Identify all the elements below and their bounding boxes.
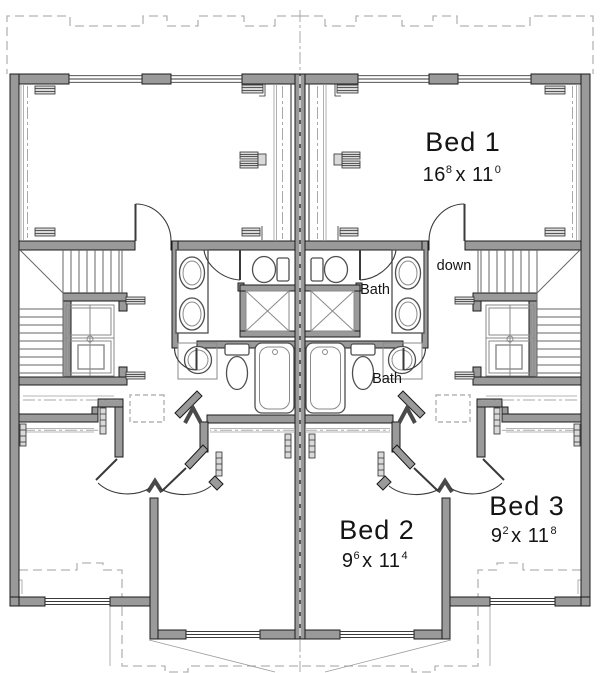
bed2-label: Bed 2 [339,515,415,545]
dim-mid: x 11 [511,525,549,547]
dim-inches-sup: 0 [495,164,502,176]
dim-feet: 16 [423,164,446,186]
dim-feet: 9 [342,550,354,572]
dim-mid: x 11 [455,164,493,186]
dim-inches-sup: 2 [503,525,510,537]
bed1-label: Bed 1 [425,127,501,157]
dim-inches-sup: 6 [354,550,361,562]
unit-left [5,14,302,673]
dim-feet: 9 [491,525,503,547]
bed3-label: Bed 3 [489,491,565,521]
dim-inches-sup: 8 [550,525,557,537]
unit-right [298,14,595,673]
dim-mid: x 11 [362,550,400,572]
dim-inches-sup: 8 [446,164,453,176]
stairs-down-label: down [437,258,472,274]
dim-inches-sup: 4 [401,550,408,562]
bath-lower-label: Bath [372,371,402,387]
bath-upper-label: Bath [360,282,390,298]
